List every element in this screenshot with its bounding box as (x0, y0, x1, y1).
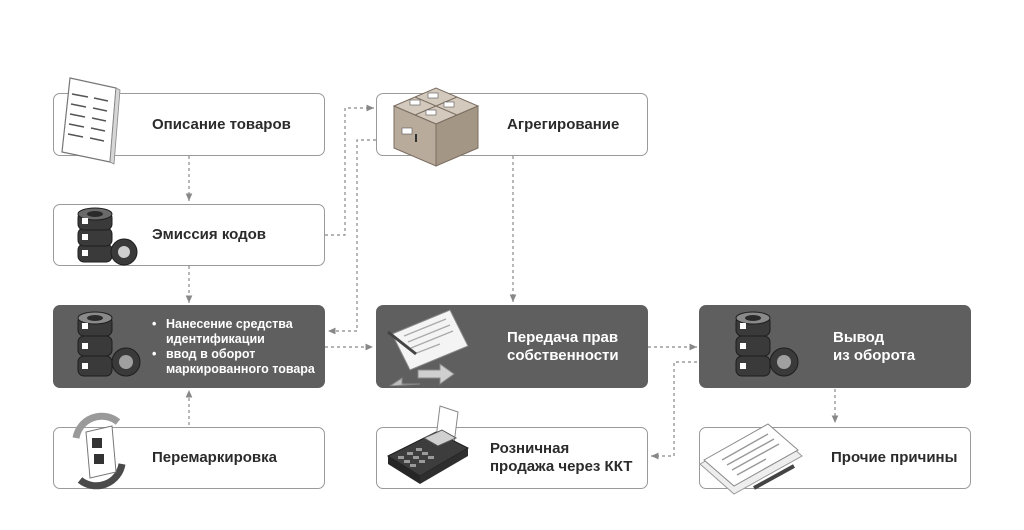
marking-bullet-list: Нанесение средства идентификацииввод в о… (152, 317, 322, 377)
node-label: Вывод из оборота (833, 328, 916, 364)
labels-icon (735, 311, 799, 377)
labels-icon (77, 311, 141, 377)
node-label: Описание товаров (152, 115, 291, 133)
signed-document-icon (387, 309, 469, 386)
node-label: Перемаркировка (152, 449, 277, 466)
connector-withdrawal-to-retail (651, 361, 697, 460)
connector-emission-to-aggregation (325, 104, 374, 236)
connector-aggregation-to-marking (328, 139, 376, 335)
box-icon (392, 87, 480, 167)
marking-bullet-item: ввод в оборот маркированного товара (152, 347, 322, 377)
pos-terminal-icon (386, 405, 470, 484)
node-label: Прочие причины (831, 449, 958, 466)
node-label: Эмиссия кодов (152, 226, 266, 243)
node-label: Розничная продажа через ККТ (490, 440, 633, 475)
signed-document-icon (699, 423, 803, 495)
document-icon (61, 77, 121, 165)
remarking-icon (72, 412, 126, 490)
marking-bullet-item: Нанесение средства идентификации (152, 317, 322, 347)
labels-icon (77, 207, 138, 266)
node-label: Агрегирование (507, 115, 620, 133)
node-label: Передача прав собственности (507, 328, 619, 364)
